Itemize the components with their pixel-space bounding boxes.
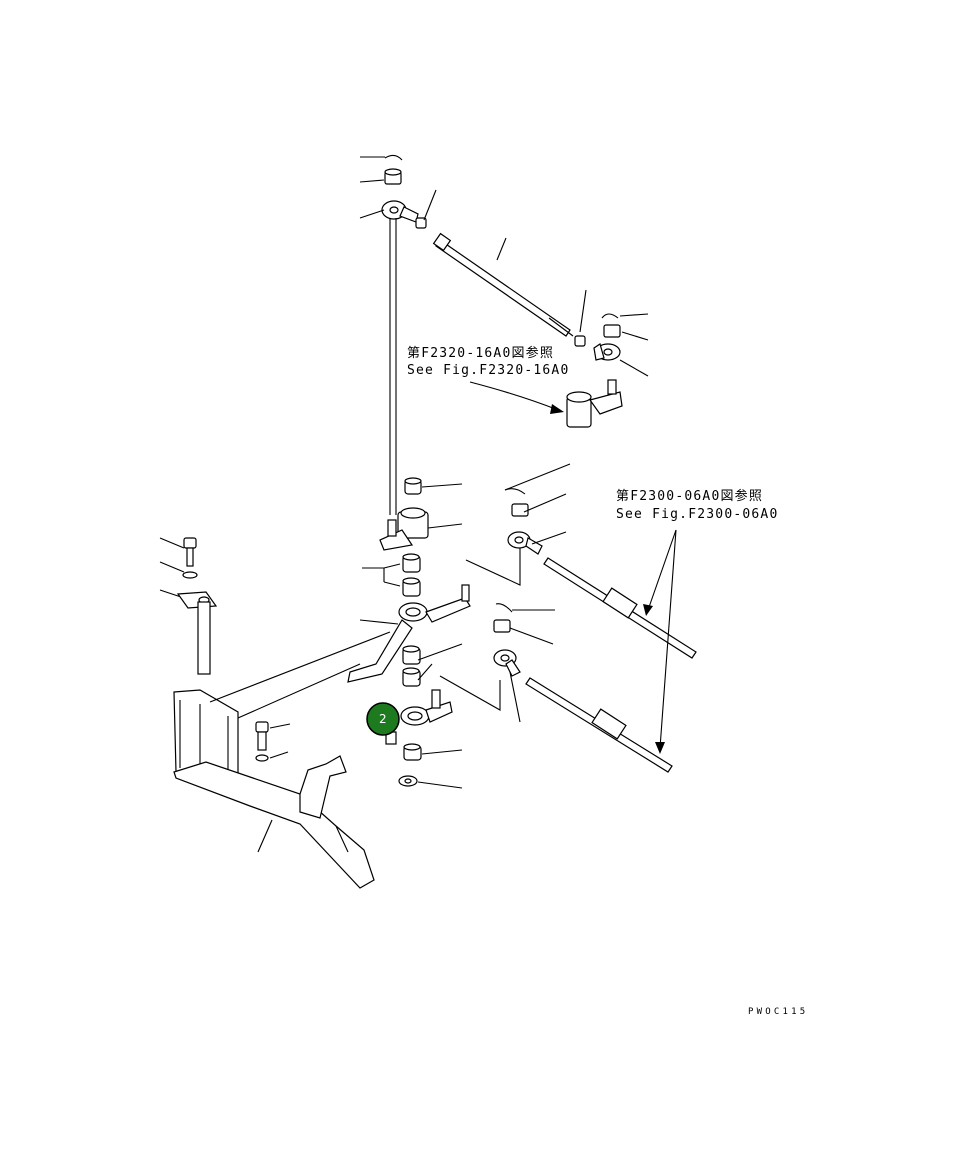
left-bracket-assembly xyxy=(159,537,391,889)
reference-jp-f2300: 第F2300-06A0図参照 xyxy=(616,488,763,504)
reference-en-f2320: See Fig.F2320-16A0 xyxy=(407,363,569,378)
upper-rod-assembly xyxy=(381,154,623,515)
reference-note-f2320: 第F2320-16A0図参照 See Fig.F2320-16A0 xyxy=(407,345,569,414)
leader-lines-middle xyxy=(359,483,567,789)
leader-lines-upper xyxy=(359,156,649,377)
callout-badge-circle xyxy=(366,702,400,736)
drawing-code: PWOC115 xyxy=(748,1007,808,1017)
reference-jp-f2320: 第F2320-16A0図参照 xyxy=(407,345,554,361)
callout-badge-label: 2 xyxy=(379,712,387,726)
middle-lever-assembly xyxy=(347,477,471,787)
callout-badge: 2 xyxy=(366,702,400,736)
cable-assemblies xyxy=(439,463,697,773)
reference-note-f2300: 第F2300-06A0図参照 See Fig.F2300-06A0 xyxy=(616,488,778,754)
reference-en-f2300: See Fig.F2300-06A0 xyxy=(616,507,778,522)
